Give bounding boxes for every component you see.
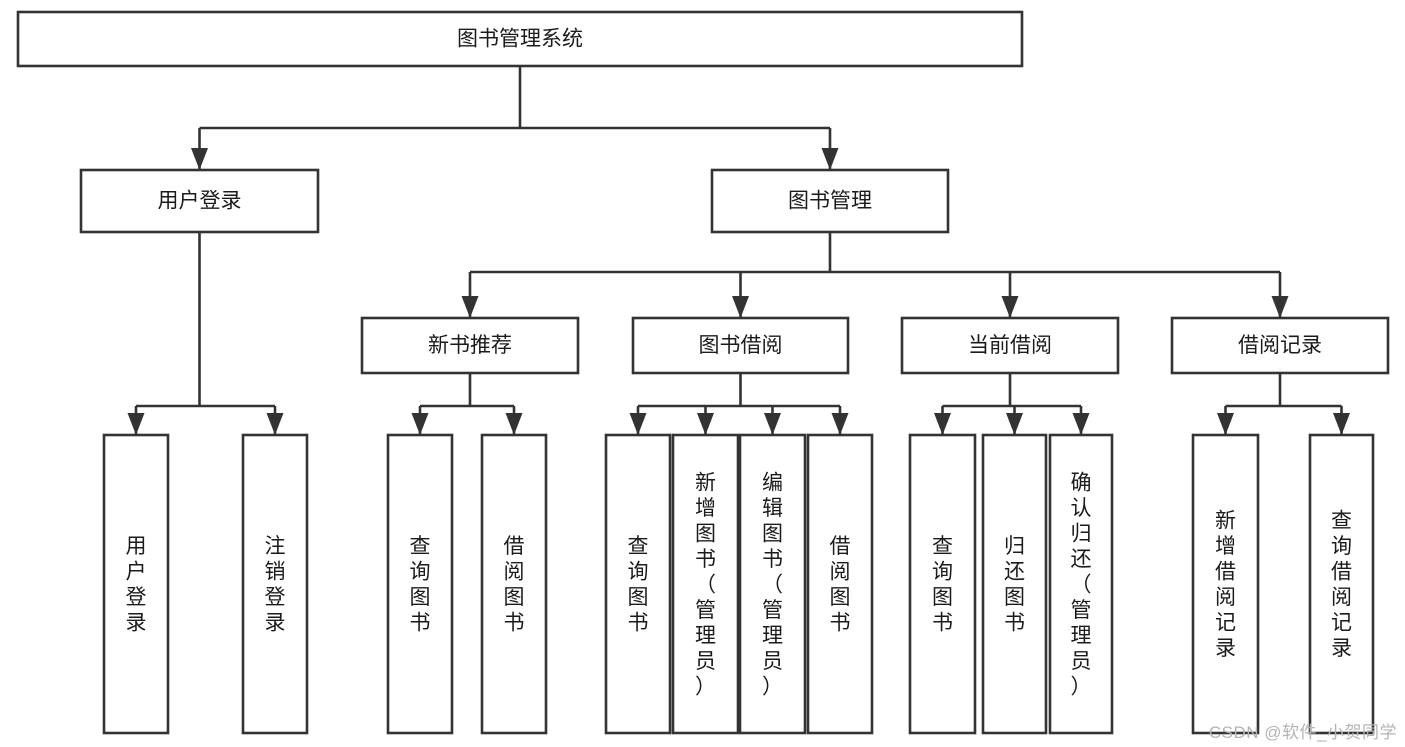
arrow-head-icon (127, 413, 145, 435)
node-label-bb-query-book: 查询图书 (628, 535, 649, 635)
node-label-bb-borrow-book: 借阅图书 (830, 535, 851, 635)
node-root[interactable]: 图书管理系统 (16, 10, 1024, 68)
arrow-head-icon (505, 413, 523, 435)
arrow-head-icon (1001, 296, 1019, 318)
node-box-bb-edit-book[interactable] (738, 433, 807, 735)
node-new-book-recommend[interactable]: 新书推荐 (360, 316, 580, 375)
node-box-book-manage[interactable] (710, 168, 950, 234)
node-box-user-login-logout[interactable] (241, 433, 309, 735)
arrow-head-icon (732, 296, 749, 318)
arrow-head-icon (461, 296, 479, 318)
arrow-head-icon (191, 148, 208, 170)
node-br-query-record[interactable]: 查询借阅记录 (1308, 433, 1375, 735)
node-nbr-query-book[interactable]: 查询图书 (386, 433, 454, 735)
node-label-bb-add-book: 新增图书（管理员） (695, 471, 716, 698)
arrow-head-icon (629, 413, 647, 435)
node-box-nbr-borrow-book[interactable] (480, 433, 548, 735)
node-user-login-login[interactable]: 用户登录 (102, 433, 170, 735)
arrow-head-icon (821, 148, 839, 170)
node-book-manage[interactable]: 图书管理 (710, 168, 950, 234)
node-label-cb-query-book: 查询图书 (932, 535, 953, 635)
node-box-borrow-record[interactable] (1170, 316, 1390, 375)
node-br-add-record[interactable]: 新增借阅记录 (1191, 433, 1260, 735)
node-box-cb-confirm-return[interactable] (1048, 433, 1114, 735)
arrow-head-icon (764, 413, 781, 435)
node-bb-add-book[interactable]: 新增图书（管理员） (671, 433, 740, 735)
node-box-current-borrow[interactable] (900, 316, 1120, 375)
node-box-bb-borrow-book[interactable] (806, 433, 874, 735)
node-box-br-query-record[interactable] (1308, 433, 1375, 735)
node-label-book-manage: 图书管理 (788, 190, 872, 213)
arrow-head-icon (1006, 413, 1023, 435)
connector-layer (127, 66, 1350, 435)
node-cb-return-book[interactable]: 归还图书 (981, 433, 1048, 735)
node-label-br-query-record: 查询借阅记录 (1331, 510, 1352, 661)
node-cb-confirm-return[interactable]: 确认归还（管理员） (1048, 433, 1114, 735)
arrow-head-icon (1271, 296, 1289, 318)
node-label-root: 图书管理系统 (457, 28, 583, 51)
node-current-borrow[interactable]: 当前借阅 (900, 316, 1120, 375)
node-box-bb-query-book[interactable] (604, 433, 672, 735)
node-box-user-login[interactable] (79, 168, 320, 234)
node-label-new-book-recommend: 新书推荐 (428, 334, 512, 357)
node-cb-query-book[interactable]: 查询图书 (908, 433, 977, 735)
arrow-head-icon (1217, 413, 1234, 435)
node-label-book-borrow: 图书借阅 (699, 334, 783, 357)
arrow-head-icon (1333, 413, 1350, 435)
node-label-nbr-query-book: 查询图书 (410, 535, 431, 635)
node-layer: 图书管理系统用户登录用户登录注销登录图书管理新书推荐查询图书借阅图书图书借阅查询… (16, 10, 1390, 735)
node-label-user-login: 用户登录 (158, 190, 242, 213)
arrow-head-icon (831, 413, 849, 435)
arrow-head-icon (697, 413, 714, 435)
node-box-bb-add-book[interactable] (671, 433, 740, 735)
node-box-root[interactable] (16, 10, 1024, 68)
node-box-cb-return-book[interactable] (981, 433, 1048, 735)
node-label-br-add-record: 新增借阅记录 (1215, 510, 1236, 661)
node-label-user-login-logout: 注销登录 (265, 535, 286, 635)
node-user-login-logout[interactable]: 注销登录 (241, 433, 309, 735)
node-book-borrow[interactable]: 图书借阅 (631, 316, 850, 375)
node-box-br-add-record[interactable] (1191, 433, 1260, 735)
node-box-user-login-login[interactable] (102, 433, 170, 735)
node-bb-edit-book[interactable]: 编辑图书（管理员） (738, 433, 807, 735)
node-user-login[interactable]: 用户登录 (79, 168, 320, 234)
arrow-head-icon (266, 413, 284, 435)
node-label-borrow-record: 借阅记录 (1238, 334, 1322, 357)
node-label-current-borrow: 当前借阅 (968, 334, 1052, 357)
node-label-cb-return-book: 归还图书 (1004, 535, 1025, 635)
arrow-head-icon (1072, 413, 1090, 435)
node-box-book-borrow[interactable] (631, 316, 850, 375)
node-nbr-borrow-book[interactable]: 借阅图书 (480, 433, 548, 735)
node-box-cb-query-book[interactable] (908, 433, 977, 735)
node-borrow-record[interactable]: 借阅记录 (1170, 316, 1390, 375)
node-box-new-book-recommend[interactable] (360, 316, 580, 375)
node-label-bb-edit-book: 编辑图书（管理员） (762, 471, 783, 698)
node-label-user-login-login: 用户登录 (126, 535, 147, 635)
node-bb-borrow-book[interactable]: 借阅图书 (806, 433, 874, 735)
arrow-head-icon (934, 413, 951, 435)
node-label-nbr-borrow-book: 借阅图书 (504, 535, 525, 635)
node-box-nbr-query-book[interactable] (386, 433, 454, 735)
node-label-cb-confirm-return: 确认归还（管理员） (1071, 471, 1092, 698)
arrow-head-icon (411, 413, 429, 435)
node-bb-query-book[interactable]: 查询图书 (604, 433, 672, 735)
